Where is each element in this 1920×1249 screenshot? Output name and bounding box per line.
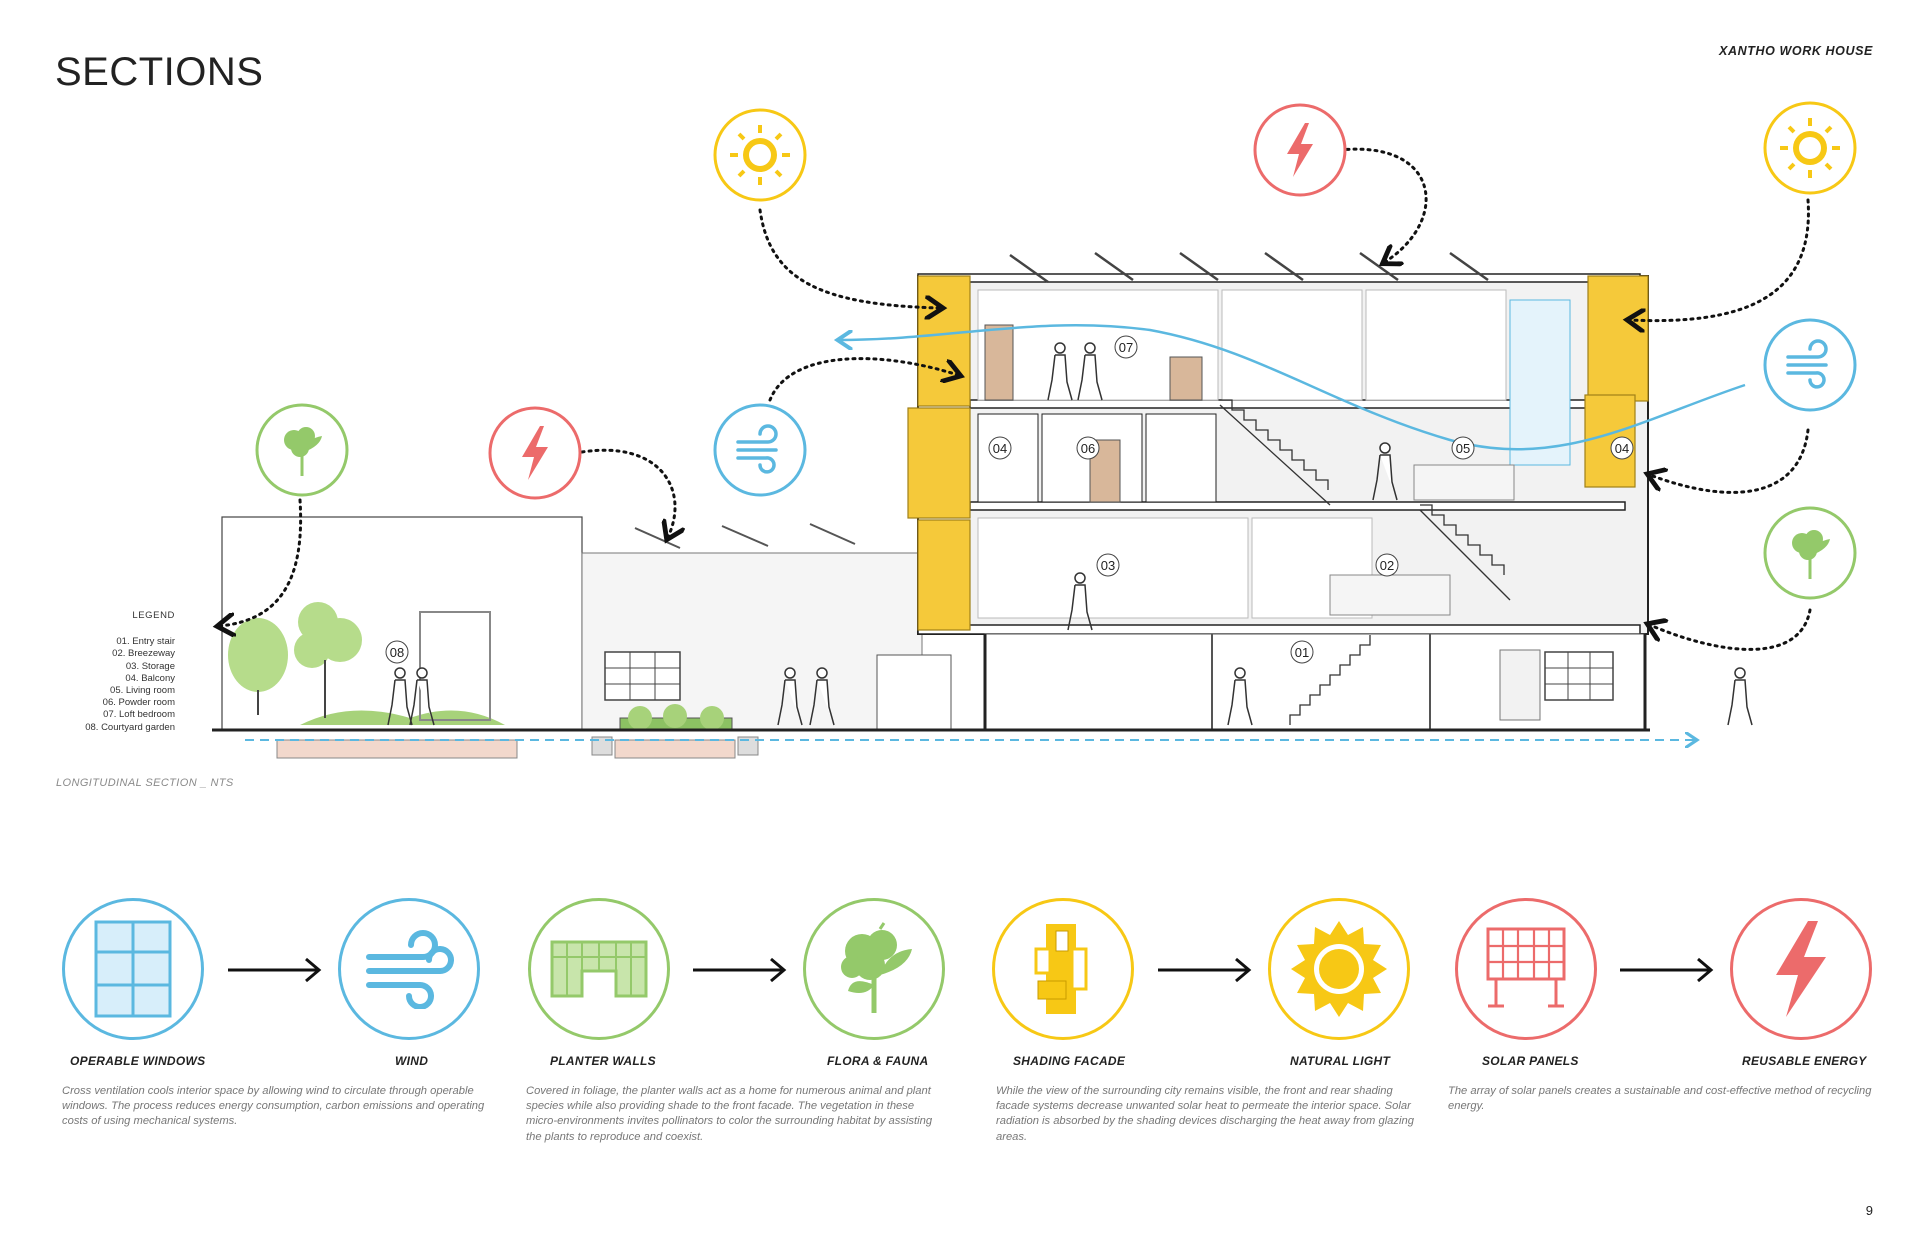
section-icon-wind-mid [713,403,807,497]
section-icon-wind-right [1763,318,1857,412]
window-icon [94,920,172,1018]
strategy-energy-circle [1730,898,1872,1040]
longitudinal-section-drawing: 01 02 03 04 05 06 07 08 04 [212,101,1857,759]
strategy-shading-circle [992,898,1134,1040]
low-roof-solar-panels [634,523,856,549]
strategy-description: Cross ventilation cools interior space b… [62,1085,485,1128]
strategy-planter-circle [528,898,670,1040]
flora-icon [841,922,912,1013]
section-icon-sun-right [1763,101,1857,195]
arrow-icon [1158,957,1252,983]
svg-text:04: 04 [993,441,1007,456]
legend-item: 04. Balcony [125,672,175,684]
strategy-label: OPERABLE WINDOWS [70,1054,206,1068]
legend: LEGEND 01. Entry stair 02. Breezeway 03.… [60,610,175,734]
courtyard-garden [228,602,1614,759]
strategy-label: SOLAR PANELS [1482,1054,1579,1068]
strategy-description: While the view of the surrounding city r… [996,1085,1414,1143]
section-icon-energy-top [1253,103,1347,197]
strategy-sun-circle [1268,898,1410,1040]
legend-item: 01. Entry stair [116,636,175,648]
planter-wall-icon [550,940,648,998]
roof-solar-panels [1009,251,1489,284]
people-silhouettes [387,342,1753,726]
section-icon-flora-left [255,403,349,497]
diagram-connectors [220,147,1812,651]
wind-flow-line [840,323,1746,451]
room-tag-07: 07 [1114,335,1138,359]
project-name: XANTHO WORK HOUSE [1719,44,1873,58]
strategy-label: REUSABLE ENERGY [1742,1054,1867,1068]
svg-text:04: 04 [1615,441,1629,456]
section-icon-sun-left [713,108,807,202]
svg-text:02: 02 [1380,558,1394,573]
main-building [876,273,1649,731]
lightning-icon [1776,921,1826,1017]
legend-item: 07. Loft bedroom [103,709,175,721]
strategy-window-circle [62,898,204,1040]
sun-icon [1291,921,1387,1017]
svg-text:08: 08 [390,645,404,660]
strategy-label: PLANTER WALLS [550,1054,656,1068]
room-tag-05: 05 [1451,436,1475,460]
svg-text:06: 06 [1081,441,1095,456]
room-tag-01: 01 [1290,640,1314,664]
room-tag-04-rear: 04 [1610,436,1634,460]
strategy-label: SHADING FACADE [1013,1054,1126,1068]
room-tag-08: 08 [385,640,409,664]
room-tag-04: 04 [988,436,1012,460]
svg-text:05: 05 [1456,441,1470,456]
page-title: SECTIONS [55,50,264,94]
shading-facade-icon [1034,924,1088,1014]
legend-item: 02. Breezeway [112,648,175,660]
arrow-icon [693,957,787,983]
svg-text:03: 03 [1101,558,1115,573]
strategy-label: FLORA & FAUNA [827,1054,929,1068]
solar-panel-icon [1486,927,1566,1008]
strategy-flora-circle [803,898,945,1040]
arrow-icon [228,957,322,983]
room-tag-06: 06 [1076,436,1100,460]
strategy-wind-circle [338,898,480,1040]
shading-facade [907,275,1649,631]
legend-title: LEGEND [132,610,175,621]
section-icon-flora-right [1763,506,1857,600]
svg-text:07: 07 [1119,340,1133,355]
strategy-description: Covered in foliage, the planter walls ac… [526,1085,933,1143]
room-tag-02: 02 [1375,553,1399,577]
strategy-solar-circle [1455,898,1597,1040]
strategy-label: WIND [395,1054,429,1068]
legend-item: 03. Storage [125,660,175,672]
section-caption: LONGITUDINAL SECTION _ NTS [56,777,234,789]
room-tags: 01 02 03 04 05 06 07 08 04 [385,335,1634,664]
legend-item: 06. Powder room [102,697,175,709]
arrow-icon [1620,957,1714,983]
strategy-description: The array of solar panels creates a sust… [1448,1085,1872,1113]
strategy-label: NATURAL LIGHT [1290,1054,1391,1068]
svg-text:01: 01 [1295,645,1309,660]
legend-item: 08. Courtyard garden [85,721,175,733]
room-tag-03: 03 [1096,553,1120,577]
legend-item: 05. Living room [110,685,175,697]
section-icon-energy-mid [488,406,582,500]
wind-icon [366,930,454,1009]
page-number: 9 [1865,1203,1873,1218]
